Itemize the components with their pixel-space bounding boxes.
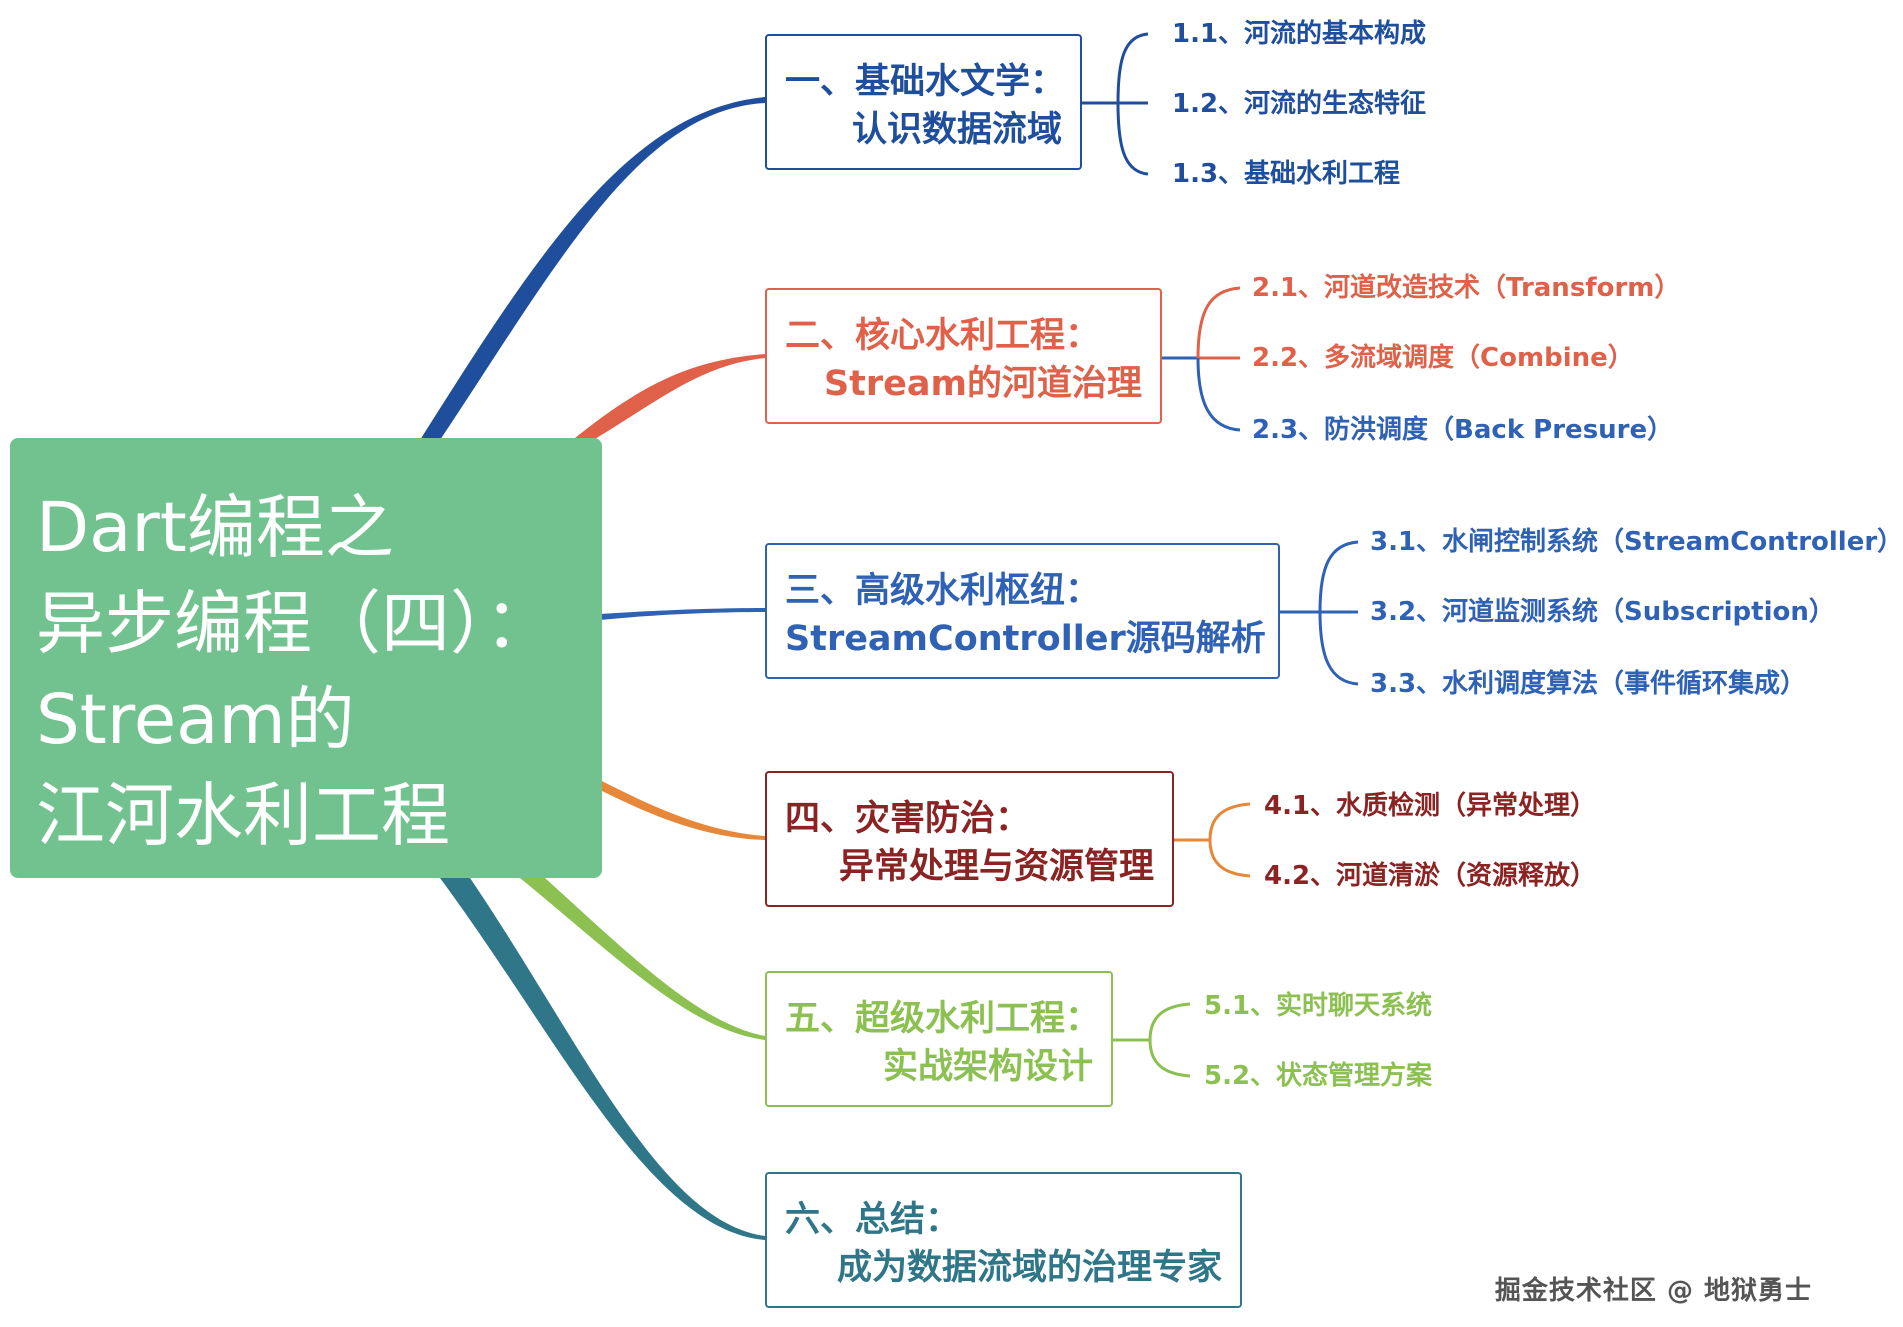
child-4-1[interactable]: 4.1、水质检测（异常处理） <box>1264 791 1597 821</box>
branch-node-6[interactable]: 六、总结： 成为数据流域的治理专家 <box>765 1172 1242 1308</box>
branch-node-1[interactable]: 一、基础水文学： 认识数据流域 <box>765 34 1082 170</box>
trunk-3 <box>600 608 765 620</box>
child-1-3[interactable]: 1.3、基础水利工程 <box>1172 159 1401 189</box>
center-line-1: Dart编程之 <box>36 488 394 568</box>
center-line-4: 江河水利工程 <box>36 776 450 856</box>
mind-map: Dart编程之 异步编程（四）： Stream的 江河水利工程 一、基础水文学：… <box>10 19 1903 1308</box>
branch-node-3[interactable]: 三、高级水利枢纽： StreamController源码解析 <box>765 543 1280 679</box>
trunk-6 <box>440 878 765 1240</box>
child-3-3[interactable]: 3.3、水利调度算法（事件循环集成） <box>1370 669 1807 699</box>
branch-6-subtitle: 成为数据流域的治理专家 <box>836 1248 1222 1288</box>
branch-6-title: 六、总结： <box>785 1200 961 1240</box>
child-2-2[interactable]: 2.2、多流域调度（Combine） <box>1252 343 1634 373</box>
trunk-1 <box>420 97 765 440</box>
branch-4-title: 四、灾害防治： <box>785 799 1031 839</box>
branch-1-subtitle: 认识数据流域 <box>851 110 1062 150</box>
branch-3-subtitle: StreamController源码解析 <box>785 619 1266 659</box>
child-5-2[interactable]: 5.2、状态管理方案 <box>1204 1061 1433 1091</box>
child-2-3[interactable]: 2.3、防洪调度（Back Presure） <box>1252 415 1674 445</box>
center-line-2: 异步编程（四）： <box>36 584 554 664</box>
branch-2-subtitle: Stream的河道治理 <box>823 364 1142 404</box>
branch-node-4[interactable]: 四、灾害防治： 异常处理与资源管理 <box>765 771 1174 907</box>
trunk-4 <box>600 780 765 840</box>
center-line-3: Stream的 <box>36 680 355 760</box>
trunk-5 <box>520 878 765 1040</box>
child-4-2[interactable]: 4.2、河道清淤（资源释放） <box>1264 861 1597 891</box>
branch-1-title: 一、基础水文学： <box>785 62 1066 102</box>
center-node: Dart编程之 异步编程（四）： Stream的 江河水利工程 <box>10 438 602 878</box>
branch-2-title: 二、核心水利工程： <box>785 316 1101 356</box>
child-2-1[interactable]: 2.1、河道改造技术（Transform） <box>1252 273 1681 303</box>
trunk-2 <box>570 354 765 442</box>
watermark: 掘金技术社区 @ 地狱勇士 <box>1494 1276 1812 1306</box>
branch-3-title: 三、高级水利枢纽： <box>785 571 1101 611</box>
child-3-2[interactable]: 3.2、河道监测系统（Subscription） <box>1370 597 1835 627</box>
child-1-2[interactable]: 1.2、河流的生态特征 <box>1172 89 1427 119</box>
child-1-1[interactable]: 1.1、河流的基本构成 <box>1172 19 1427 49</box>
branch-4-subtitle: 异常处理与资源管理 <box>838 847 1154 887</box>
child-3-1[interactable]: 3.1、水闸控制系统（StreamController） <box>1370 527 1903 557</box>
branch-5-title: 五、超级水利工程： <box>785 999 1101 1039</box>
connectors <box>420 32 1359 1240</box>
branch-node-2[interactable]: 二、核心水利工程： Stream的河道治理 <box>765 288 1162 424</box>
branch-node-5[interactable]: 五、超级水利工程： 实战架构设计 <box>765 971 1113 1107</box>
child-5-1[interactable]: 5.1、实时聊天系统 <box>1204 991 1433 1021</box>
branch-5-subtitle: 实战架构设计 <box>882 1047 1093 1087</box>
